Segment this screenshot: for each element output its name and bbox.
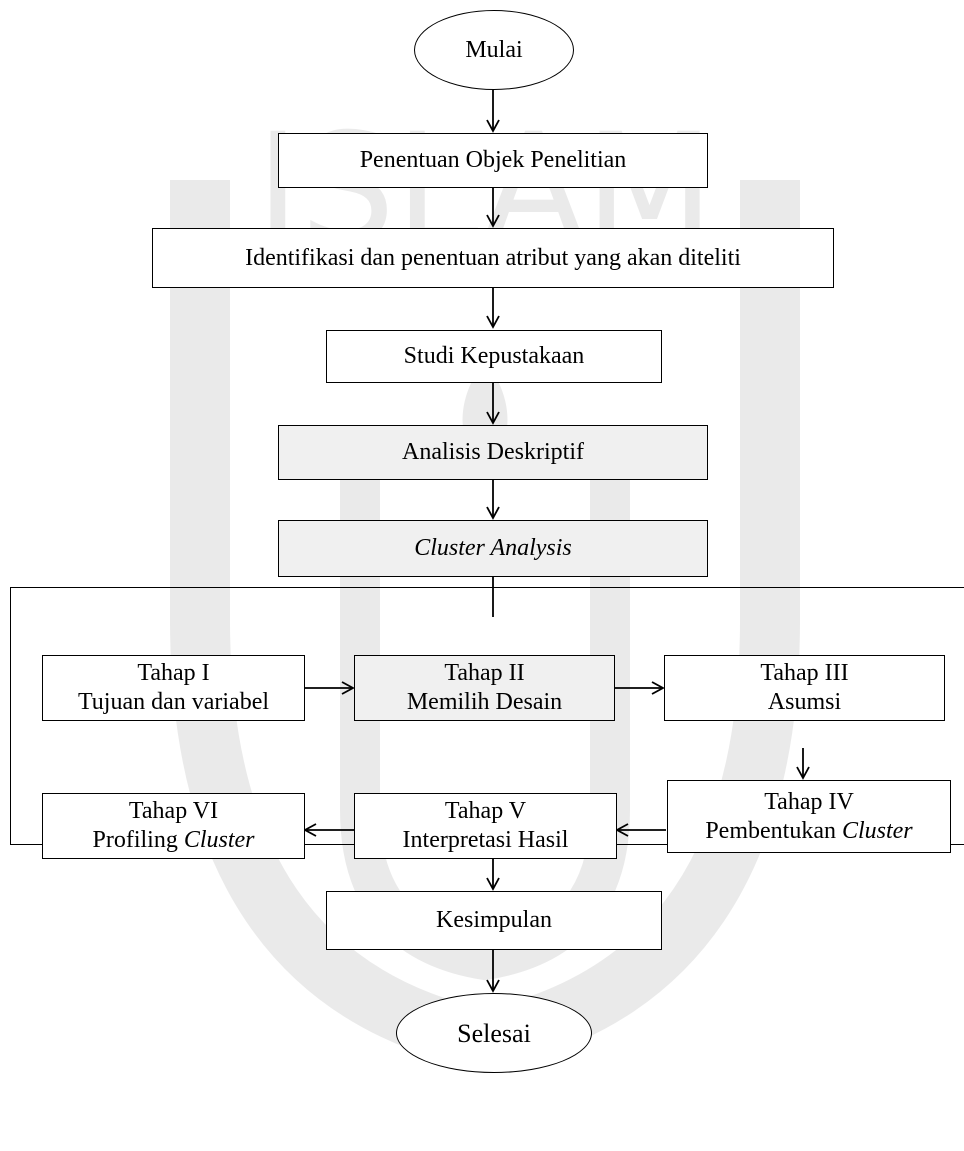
stage-4-desc: Pembentukan Cluster [705, 817, 912, 846]
start-label: Mulai [465, 36, 523, 63]
stage-1-title: Tahap I [137, 660, 210, 686]
stage-5-desc: Interpretasi Hasil [402, 827, 569, 853]
stage-2-desc: Memilih Desain [406, 689, 563, 715]
stage-2-title: Tahap II [444, 660, 525, 686]
step-kesimpulan: Kesimpulan [326, 891, 662, 950]
stage-5-title: Tahap V [444, 798, 527, 824]
step-cluster-analysis: Cluster Analysis [278, 520, 708, 577]
end-terminal: Selesai [396, 993, 592, 1073]
end-label: Selesai [457, 1018, 531, 1048]
step-analisis-deskriptif: Analisis Deskriptif [278, 425, 708, 480]
stage-3-desc: Asumsi [767, 689, 842, 715]
step-kesimpulan-label: Kesimpulan [436, 907, 552, 933]
step-identifikasi-atribut: Identifikasi dan penentuan atribut yang … [152, 228, 834, 288]
stage-6-desc: Profiling Cluster [92, 826, 254, 855]
stage-6-desc-prefix: Profiling [92, 827, 178, 853]
step-cluster-label: Cluster Analysis [414, 535, 572, 561]
step-identifikasi-label: Identifikasi dan penentuan atribut yang … [245, 244, 741, 271]
start-terminal: Mulai [414, 10, 574, 90]
stage-5: Tahap V Interpretasi Hasil [354, 793, 617, 859]
step-studi-label: Studi Kepustakaan [403, 343, 585, 369]
step-studi-kepustakaan: Studi Kepustakaan [326, 330, 662, 383]
stage-3-title: Tahap III [760, 660, 849, 686]
step-objek-penelitian: Penentuan Objek Penelitian [278, 133, 708, 188]
stage-3: Tahap III Asumsi [664, 655, 945, 721]
stage-1: Tahap I Tujuan dan variabel [42, 655, 305, 721]
step-deskriptif-label: Analisis Deskriptif [402, 439, 584, 465]
stage-4: Tahap IV Pembentukan Cluster [667, 780, 951, 853]
stage-6-desc-italic: Cluster [183, 827, 255, 853]
stage-4-title: Tahap IV [764, 788, 854, 815]
stage-6-title: Tahap VI [128, 798, 219, 824]
stage-4-desc-prefix: Pembentukan [705, 817, 836, 844]
stage-2: Tahap II Memilih Desain [354, 655, 615, 721]
stage-1-desc: Tujuan dan variabel [77, 689, 270, 715]
stage-4-desc-italic: Cluster [841, 817, 913, 844]
step-objek-label: Penentuan Objek Penelitian [359, 147, 627, 173]
stage-6: Tahap VI Profiling Cluster [42, 793, 305, 859]
